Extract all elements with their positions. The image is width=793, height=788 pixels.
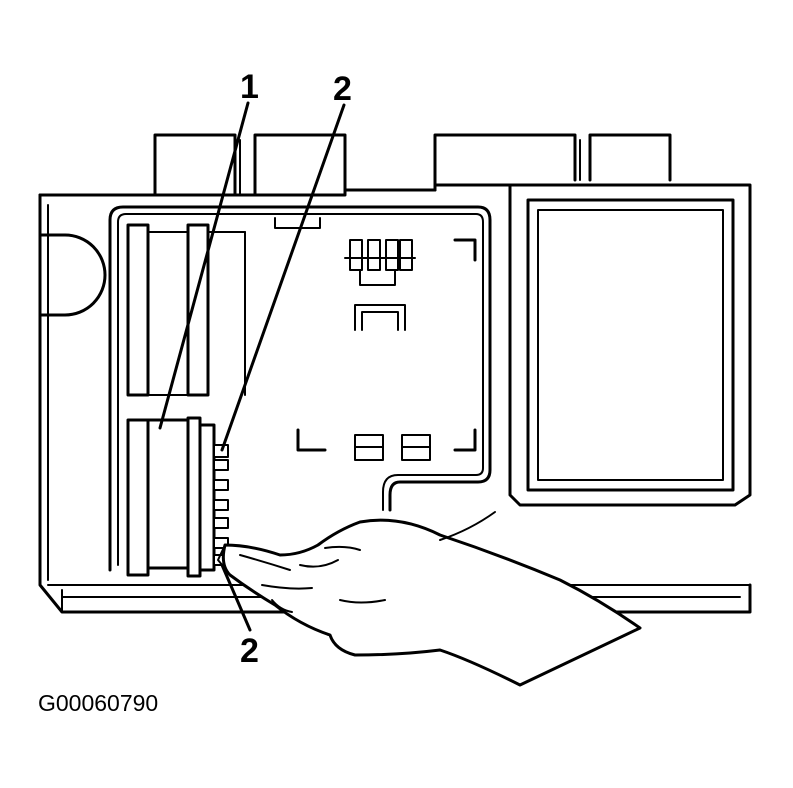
figure-id: G00060790 [38,690,159,716]
callout-label-1: 1 [240,68,259,106]
leader-line-2-bottom [220,563,252,632]
top-connector-tabs [153,133,672,197]
leader-line-2-top [220,103,346,452]
fuse-slots [354,434,431,461]
right-cover [508,183,752,507]
relay [126,416,216,578]
leader-line-1 [158,101,250,430]
relay-retaining-tabs [213,444,229,566]
module-housing [38,183,752,614]
corner-brackets [296,238,477,452]
hand-illustration [217,511,642,687]
callout-label-2-bottom: 2 [240,632,259,670]
inner-panel [108,205,492,572]
leader-lines [158,101,346,632]
panel-latch [274,217,321,229]
terminal-cluster [344,239,416,331]
relay-slots-upper [126,223,246,397]
callout-label-2-top: 2 [333,70,352,108]
